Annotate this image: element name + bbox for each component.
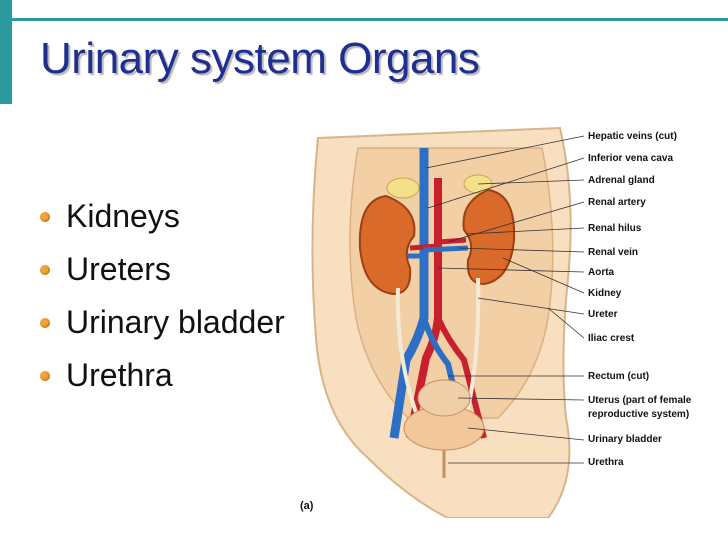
bullet-dot-icon — [40, 264, 50, 275]
label-renal-artery: Renal artery — [588, 197, 646, 208]
leader-line — [477, 297, 585, 315]
label-uterus-line2: reproductive system) — [588, 409, 690, 420]
renal-vessels-left — [409, 243, 439, 251]
label-renal-hilus: Renal hilus — [588, 223, 642, 234]
label-rectum: Rectum (cut) — [588, 371, 650, 382]
bullet-dot-icon — [40, 317, 50, 328]
bullet-text: Urinary bladder — [66, 304, 285, 340]
label-aorta: Aorta — [588, 267, 615, 278]
top-bar — [0, 0, 728, 14]
label-uterus: Uterus (part of female — [588, 395, 692, 406]
label-kidney: Kidney — [588, 288, 622, 299]
bullet-text: Urethra — [66, 357, 173, 393]
label-inferior-vena-cava: Inferior vena cava — [588, 153, 674, 164]
bullet-item: Urinary bladder — [40, 296, 285, 349]
leader-line — [467, 427, 585, 441]
vena-cava-branch — [421, 317, 469, 439]
leader-line — [457, 397, 585, 401]
kidney-right — [462, 188, 516, 286]
aorta-branch — [435, 316, 487, 439]
label-urethra: Urethra — [588, 457, 624, 468]
label-renal-vein: Renal vein — [588, 247, 639, 258]
leader-line — [425, 135, 585, 169]
leader-line — [465, 227, 585, 235]
leader-line — [447, 201, 585, 243]
figure-caption: (a) — [300, 500, 314, 512]
bullet-item: Kidneys — [40, 190, 285, 243]
urinary-anatomy-illustration — [311, 126, 585, 518]
kidney-left — [358, 194, 416, 296]
ureter-left — [395, 287, 420, 419]
bullet-dot-icon — [40, 370, 50, 381]
bullet-text: Ureters — [66, 251, 171, 287]
bullet-text: Kidneys — [66, 198, 180, 234]
leader-line — [437, 267, 585, 273]
bullet-item: Ureters — [40, 243, 285, 296]
adrenal-gland-left — [386, 177, 420, 199]
leader-line — [502, 257, 585, 294]
leader-line — [457, 247, 585, 253]
bullet-dot-icon — [40, 211, 50, 222]
leader-line — [547, 307, 585, 339]
left-accent-bar — [0, 0, 12, 104]
leader-lines — [425, 135, 585, 464]
label-ureter: Ureter — [588, 309, 618, 320]
slide-title: Urinary system Organs — [40, 34, 480, 83]
header-rule — [12, 18, 728, 21]
label-urinary-bladder: Urinary bladder — [588, 434, 662, 445]
leader-line — [477, 179, 585, 185]
bullet-list: Kidneys Ureters Urinary bladder Urethra — [40, 190, 285, 402]
bullet-item: Urethra — [40, 349, 285, 402]
label-iliac-crest: Iliac crest — [588, 333, 635, 344]
label-hepatic-veins: Hepatic veins (cut) — [588, 131, 677, 142]
label-adrenal-gland: Adrenal gland — [588, 175, 655, 186]
